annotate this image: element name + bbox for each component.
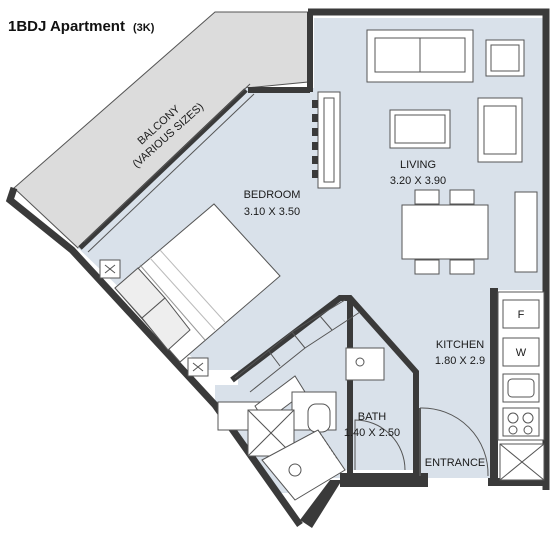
tv-unit bbox=[317, 91, 341, 189]
interior-walls bbox=[300, 288, 548, 528]
bath-fixtures bbox=[247, 347, 385, 501]
kitchen-counter bbox=[497, 291, 545, 441]
bath-name: BATH bbox=[358, 411, 387, 423]
living-size: 3.20 X 3.90 bbox=[390, 175, 446, 187]
entrance-door-swing bbox=[419, 407, 489, 477]
kitchen-size: 1.80 X 2.9 bbox=[435, 355, 485, 367]
sideboard bbox=[514, 191, 538, 273]
living-name: LIVING bbox=[400, 159, 436, 171]
bed bbox=[114, 203, 281, 363]
plan-title-main: 1BDJ Apartment bbox=[8, 18, 125, 35]
bath-size: 1.40 X 2.50 bbox=[344, 427, 400, 439]
washer-label: W bbox=[516, 347, 527, 359]
glazing-lines bbox=[83, 83, 255, 253]
bedroom-name: BEDROOM bbox=[244, 189, 301, 201]
shoe-cabinet bbox=[499, 443, 545, 481]
kitchen-name: KITCHEN bbox=[436, 339, 484, 351]
nightstand bbox=[99, 259, 209, 377]
plan-title: 1BDJ Apartment (3K) bbox=[8, 18, 154, 35]
radiator bbox=[312, 100, 318, 178]
sofa bbox=[366, 29, 474, 83]
armchair bbox=[477, 97, 523, 163]
ottoman bbox=[485, 39, 525, 77]
plan-title-code: (3K) bbox=[132, 22, 155, 34]
fridge-label: F bbox=[518, 309, 525, 321]
exterior-walls bbox=[5, 8, 550, 528]
coffee-table bbox=[389, 109, 451, 149]
bath-door-swing bbox=[354, 419, 406, 471]
dining-table bbox=[401, 189, 489, 275]
entrance-name: ENTRANCE bbox=[425, 457, 486, 469]
bedroom-size: 3.10 X 3.50 bbox=[244, 206, 300, 218]
